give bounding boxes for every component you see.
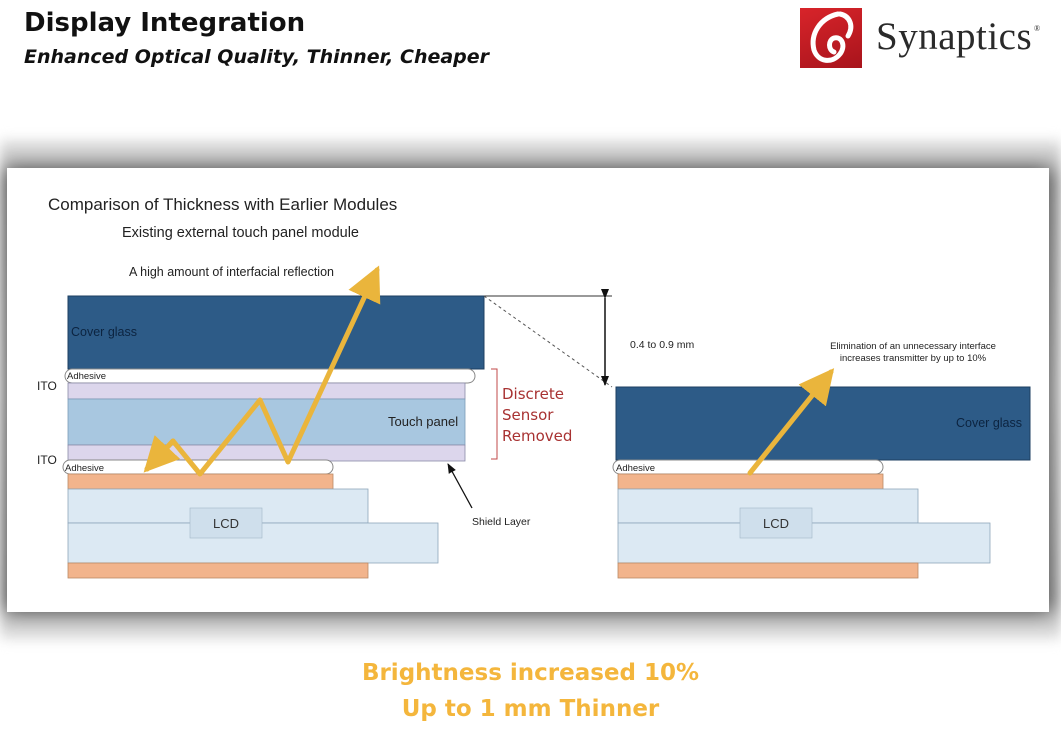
right-lcd-label: LCD: [763, 516, 789, 531]
ito-bottom-label: ITO: [37, 453, 57, 467]
left-touch-panel: [67, 398, 466, 446]
left-adhesive-bottom-label: Adhesive: [65, 463, 104, 474]
diagram-title: Comparison of Thickness with Earlier Mod…: [48, 195, 397, 214]
right-cover-glass-label: Cover glass: [956, 416, 1022, 430]
discrete-sensor-label-2: Sensor: [502, 406, 554, 424]
discrete-sensor-label-3: Removed: [502, 427, 572, 445]
reflection-arrow-back: [143, 435, 181, 473]
right-lcd-label-box: [739, 507, 813, 539]
left-adhesive-top-label: Adhesive: [67, 371, 106, 382]
left-cover-glass: [67, 295, 485, 370]
left-lcd-label-box: [189, 507, 263, 539]
right-orange-top: [617, 473, 884, 490]
left-ito-top-layer: [67, 382, 466, 400]
left-cover-glass-label: Cover glass: [71, 325, 137, 339]
transmission-arrow: [747, 368, 835, 476]
diagram-panel: Comparison of Thickness with Earlier Mod…: [7, 168, 1049, 612]
thickness-label: 0.4 to 0.9 mm: [630, 339, 694, 351]
right-note-line-1: Elimination of an unnecessary interface: [830, 341, 996, 352]
slide-title: Display Integration: [24, 8, 306, 38]
left-orange-bottom: [67, 562, 369, 579]
right-note-line-2: increases transmitter by up to 10%: [840, 353, 987, 364]
ito-top-label: ITO: [37, 379, 57, 393]
left-adhesive-top: [64, 368, 476, 384]
touch-panel-label: Touch panel: [388, 414, 458, 429]
shield-layer-pointer: [447, 463, 473, 509]
right-adhesive-label: Adhesive: [616, 463, 655, 474]
registered-mark: ®: [1034, 24, 1041, 33]
caption-brightness: Brightness increased 10%: [361, 660, 700, 686]
shield-layer-label: Shield Layer: [472, 516, 531, 528]
discrete-sensor-bracket: [491, 368, 498, 460]
caption-thinner: Up to 1 mm Thinner: [401, 696, 660, 722]
left-ito-bottom-layer: [67, 444, 466, 462]
synaptics-logo: Synaptics ®: [800, 8, 1050, 70]
diagram-subtitle: Existing external touch panel module: [122, 225, 359, 241]
left-lcd-label: LCD: [213, 516, 239, 531]
discrete-sensor-label-1: Discrete: [502, 385, 564, 403]
reflection-note: A high amount of interfacial reflection: [129, 265, 334, 279]
synaptics-logo-mark: [800, 8, 862, 68]
right-orange-bottom: [617, 562, 919, 579]
thickness-diagonal: [483, 295, 613, 388]
slide-subtitle: Enhanced Optical Quality, Thinner, Cheap…: [24, 46, 490, 68]
synaptics-wordmark: Synaptics: [876, 15, 1033, 58]
thickness-diagram: Comparison of Thickness with Earlier Mod…: [37, 195, 1031, 579]
